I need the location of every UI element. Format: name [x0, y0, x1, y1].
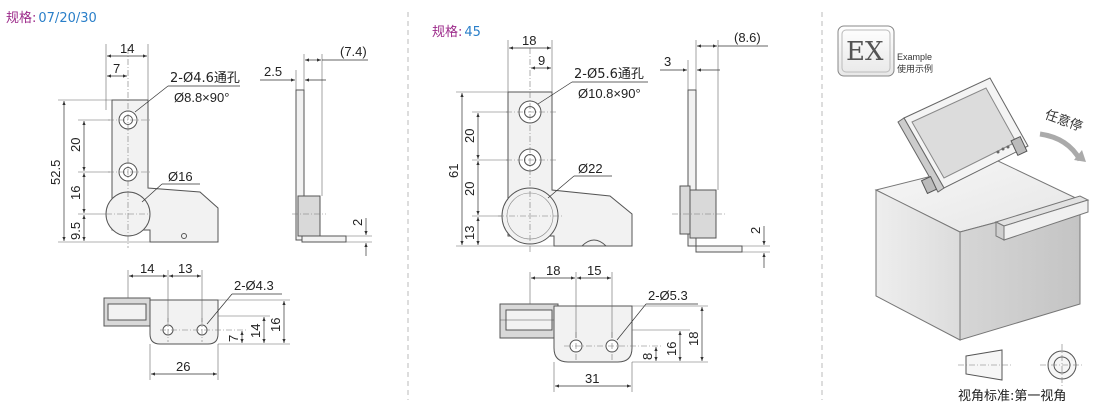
mid-countersink-note: Ø10.8×90°	[578, 86, 641, 101]
mid-front-dim-20b: 20	[462, 182, 477, 196]
left-spec-label: 规格:	[6, 10, 36, 26]
left-hole-note: 2-Ø4.6通孔	[170, 71, 240, 86]
left-front-dim-20: 20	[68, 138, 83, 152]
mid-bottom-dim-31: 31	[585, 371, 599, 386]
mid-spec-label: 规格:	[432, 24, 462, 40]
mid-bottom-dim-18: 18	[546, 263, 560, 278]
right-panel: EX Example 使用示例 任意停	[837, 25, 1090, 404]
example-sub-label: 使用示例	[897, 63, 933, 75]
left-side-view: (7.4) 2.5 2	[260, 44, 372, 256]
left-spec-value: 07/20/30	[38, 11, 96, 26]
left-front-dim-9-5: 9.5	[68, 222, 83, 240]
left-side-dim-2-5: 2.5	[264, 64, 282, 79]
mid-bottom-dim-18v: 18	[686, 332, 701, 346]
mid-side-dim-8-6: (8.6)	[734, 30, 761, 45]
mid-bottom-hole-note: 2-Ø5.3	[648, 288, 688, 303]
left-spec-title: 规格:07/20/30	[6, 10, 97, 26]
mid-front-dim-9: 9	[538, 53, 545, 68]
mid-front-dim-18: 18	[522, 33, 536, 48]
mid-front-dim-61: 61	[446, 164, 461, 178]
left-front-dim-52-5: 52.5	[48, 160, 63, 185]
mid-bottom-dim-8: 8	[640, 353, 655, 360]
left-bottom-hole-note: 2-Ø4.3	[234, 278, 274, 293]
mid-bottom-dim-15: 15	[587, 263, 601, 278]
left-side-dim-7-4: (7.4)	[340, 44, 367, 59]
mid-panel: 规格:45 18 9 2-Ø5.6通孔 Ø10.8×90°	[432, 24, 770, 392]
left-side-dim-2: 2	[350, 219, 365, 226]
left-front-dim-7: 7	[113, 61, 120, 76]
left-bottom-dim-14: 14	[140, 261, 154, 276]
projection-label: 视角标准:第一视角	[958, 389, 1066, 404]
mid-front-dim-o22: Ø22	[578, 161, 603, 176]
left-bottom-dim-16: 16	[268, 318, 283, 332]
mid-side-dim-3: 3	[664, 54, 671, 69]
left-bottom-dim-26: 26	[176, 359, 190, 374]
left-bottom-view: 14 13 2-Ø4.3 7 14 16 26	[103, 261, 290, 380]
mid-spec-title: 规格:45	[432, 24, 481, 40]
example-badge: EX	[837, 25, 895, 77]
mid-front-dim-13: 13	[462, 226, 477, 240]
ex-badge-text: EX	[846, 37, 884, 67]
mid-bottom-view: 18 15 2-Ø5.3 8 16 18 31	[499, 263, 708, 392]
left-front-dim-16: 16	[68, 186, 83, 200]
mid-front-dim-20a: 20	[462, 129, 477, 143]
left-countersink-note: Ø8.8×90°	[174, 90, 229, 105]
mid-bottom-dim-16: 16	[664, 342, 679, 356]
left-bottom-dim-13: 13	[178, 261, 192, 276]
example-illustration: 任意停	[874, 77, 1090, 341]
mid-side-dim-2: 2	[748, 227, 763, 234]
mid-front-view: 18 9 2-Ø5.6通孔 Ø10.8×90° 61 20 20 13 Ø22	[446, 33, 648, 252]
left-front-dim-o16: Ø16	[168, 169, 193, 184]
mid-hole-note: 2-Ø5.6通孔	[574, 67, 644, 82]
mid-spec-value: 45	[464, 25, 481, 40]
left-bottom-dim-14v: 14	[248, 324, 263, 338]
left-panel: 规格:07/20/30 14 7 2-Ø4.6通孔 Ø	[6, 10, 372, 380]
mid-side-view: (8.6) 3 2	[660, 30, 770, 268]
left-front-view: 14 7 2-Ø4.6通孔 Ø8.8×90° 52.5 20 16 9.5 Ø1	[48, 41, 240, 248]
example-label: Example	[897, 52, 932, 62]
free-stop-callout: 任意停	[1043, 107, 1085, 135]
left-front-dim-14: 14	[120, 41, 134, 56]
left-bottom-dim-7: 7	[226, 335, 241, 342]
projection-symbol	[958, 344, 1084, 386]
